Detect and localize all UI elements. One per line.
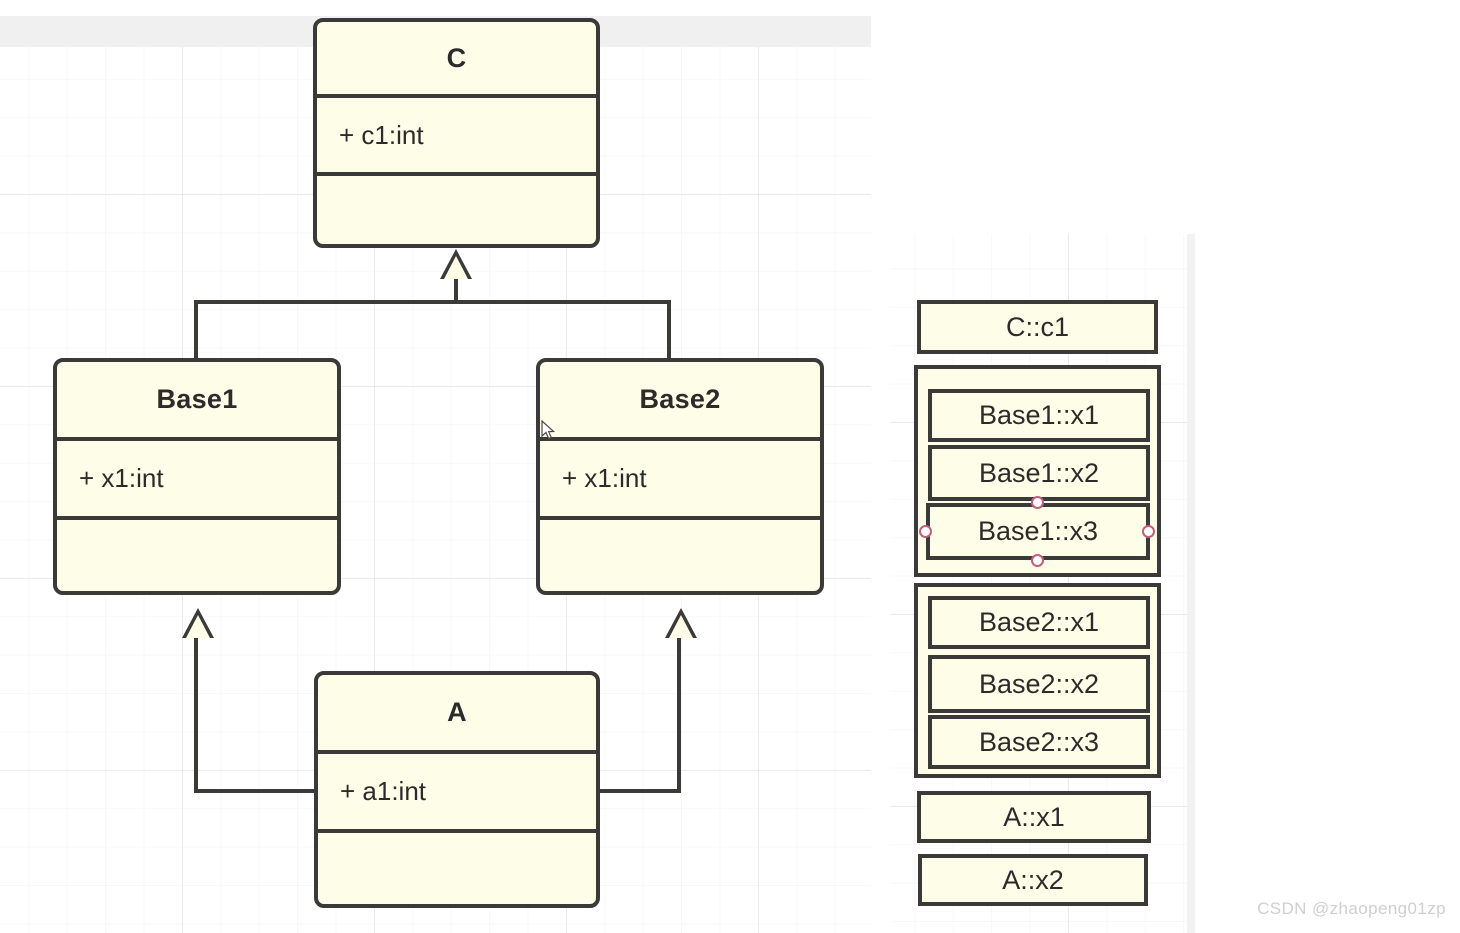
- watermark-text: CSDN @zhaopeng01zp: [1257, 899, 1446, 918]
- edge-a-to-base2-vertical[interactable]: [677, 638, 681, 793]
- memory-slot-base2-x2[interactable]: Base2::x2: [928, 655, 1150, 713]
- memory-slot-c-c1[interactable]: C::c1: [917, 300, 1158, 354]
- memory-slot-base2-x1[interactable]: Base2::x1: [928, 596, 1150, 649]
- edge-base1-to-c-vertical[interactable]: [194, 300, 198, 360]
- edge-a-to-base1-vertical[interactable]: [194, 638, 198, 793]
- uml-class-base1-name: Base1: [156, 384, 238, 414]
- uml-class-base1-operations: [57, 516, 337, 591]
- arrow-fill: [669, 615, 693, 638]
- selection-handle-top[interactable]: [1031, 496, 1044, 509]
- uml-class-base2-operations: [540, 516, 820, 591]
- selection-handle-right[interactable]: [1142, 525, 1155, 538]
- uml-class-c[interactable]: C + c1:int: [313, 18, 600, 248]
- uml-class-c-operations: [317, 172, 596, 244]
- uml-class-base2-attribute: + x1:int: [540, 437, 820, 516]
- memory-slot-base2-x3[interactable]: Base2::x3: [928, 715, 1150, 769]
- memory-slot-a-x1[interactable]: A::x1: [917, 791, 1151, 843]
- memory-slot-base1-x1[interactable]: Base1::x1: [928, 389, 1150, 442]
- vertical-scrollbar-track[interactable]: [1187, 234, 1195, 933]
- edge-a-to-base2-horizontal[interactable]: [597, 789, 681, 793]
- uml-class-base2-name: Base2: [639, 384, 721, 414]
- uml-class-a-name: A: [447, 697, 467, 727]
- uml-class-a[interactable]: A + a1:int: [314, 671, 600, 908]
- uml-class-base2[interactable]: Base2 + x1:int: [536, 358, 824, 595]
- memory-slot-a-x2[interactable]: A::x2: [918, 854, 1148, 906]
- selection-handle-bottom[interactable]: [1031, 554, 1044, 567]
- uml-class-base1[interactable]: Base1 + x1:int: [53, 358, 341, 595]
- uml-class-a-operations: [318, 829, 596, 904]
- uml-class-c-name: C: [446, 42, 467, 73]
- uml-class-a-attribute: + a1:int: [318, 750, 596, 829]
- memory-slot-base1-x3[interactable]: Base1::x3: [926, 503, 1150, 560]
- uml-class-base1-attribute: + x1:int: [57, 437, 337, 516]
- edge-a-to-base1-horizontal[interactable]: [194, 789, 316, 793]
- mouse-cursor: [541, 420, 556, 440]
- arrow-fill: [444, 256, 468, 279]
- memory-slot-base1-x2[interactable]: Base1::x2: [928, 445, 1150, 501]
- selection-handle-left[interactable]: [919, 525, 932, 538]
- edge-c-stem[interactable]: [454, 278, 458, 304]
- arrow-fill: [186, 615, 210, 638]
- edge-base2-to-c-vertical[interactable]: [667, 300, 671, 360]
- edge-base1-base2-horizontal[interactable]: [194, 300, 671, 304]
- uml-class-c-attribute: + c1:int: [317, 94, 596, 172]
